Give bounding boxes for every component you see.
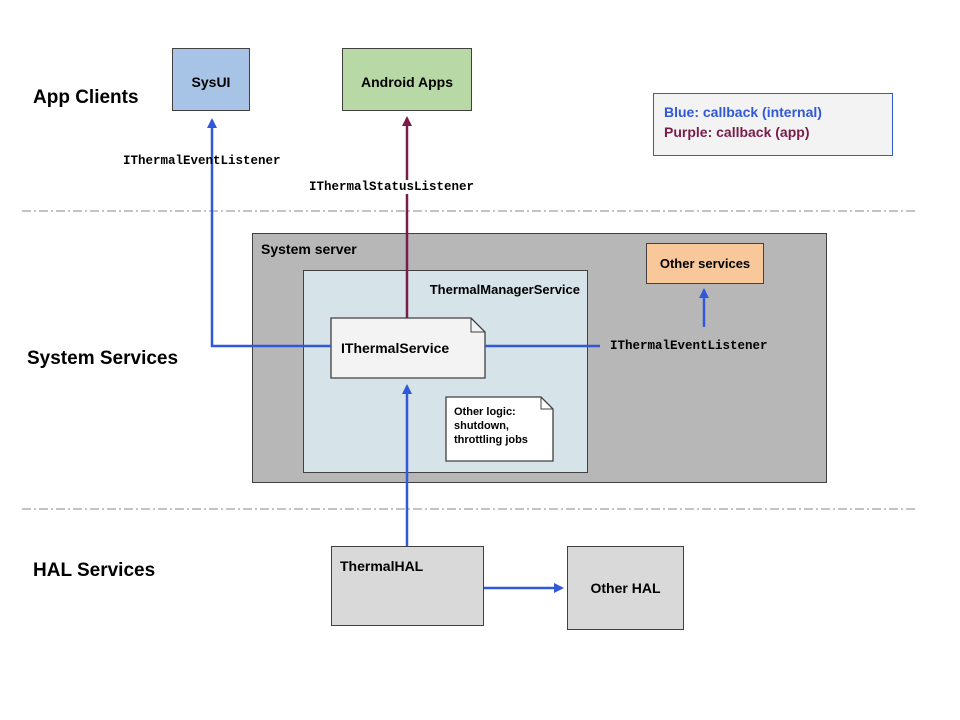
other-logic-shape [445,396,554,462]
legend-purple: Purple: callback (app) [664,124,810,140]
legend-blue: Blue: callback (internal) [664,104,822,120]
thermal-hal-label: ThermalHAL [340,558,424,574]
sysui-box: SysUI [172,48,250,111]
arrow-service-to-sysui [207,118,331,348]
ithermal-service-label: IThermalService [341,340,450,356]
thermal-manager-service-label: ThermalManagerService [429,282,580,297]
layer-label-system-services: System Services [27,348,179,369]
android-apps-box: Android Apps [342,48,472,111]
layer-label-hal-services: HAL Services [33,560,156,581]
other-hal-box: Other HAL [567,546,684,630]
label-status-listener: IThermalStatusListener [309,180,475,194]
system-server-label: System server [261,241,357,257]
sysui-label: SysUI [191,74,231,90]
label-event-listener-top: IThermalEventListener [123,154,281,168]
other-services-box: Other services [646,243,764,284]
ithermal-service-shape [330,317,486,379]
layer-label-app-clients: App Clients [33,87,139,108]
other-services-label: Other services [659,256,751,271]
android-apps-label: Android Apps [360,74,454,90]
thermal-hal-box: ThermalHAL [331,546,484,626]
legend: Blue: callback (internal) Purple: callba… [653,93,893,156]
other-hal-label: Other HAL [590,580,661,596]
other-logic-label: Other logic: shutdown, throttling jobs [454,406,528,446]
label-event-listener-right: IThermalEventListener [610,339,768,353]
